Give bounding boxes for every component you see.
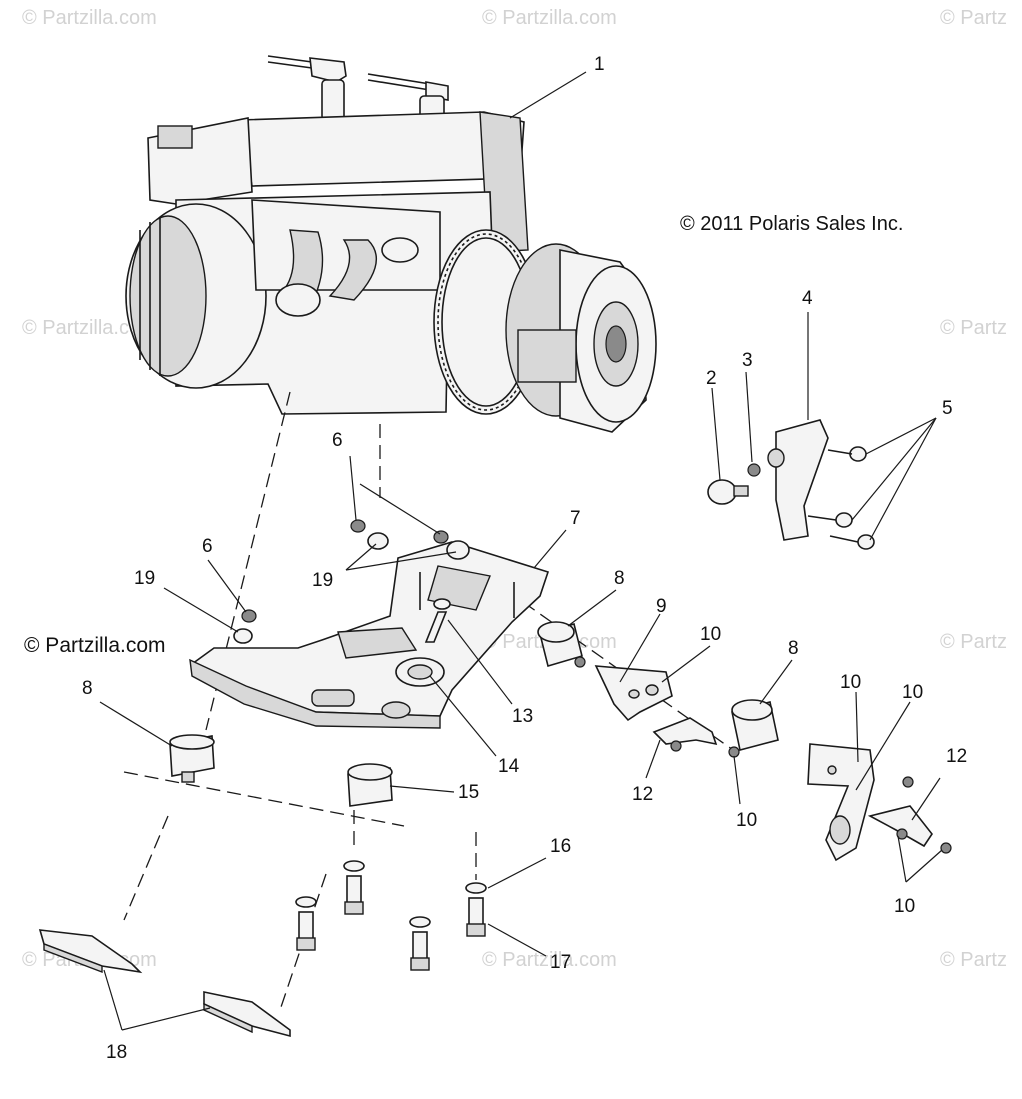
bracket-4 <box>707 419 875 550</box>
callout-12: 12 <box>632 784 653 805</box>
watermark: © Partzilla.com <box>22 7 157 29</box>
engine <box>125 55 657 433</box>
callout-10: 10 <box>700 624 721 645</box>
callout-2: 2 <box>706 368 717 389</box>
callout-10: 10 <box>894 896 915 917</box>
watermark: © Partz <box>940 7 1007 29</box>
callout-1: 1 <box>594 54 605 75</box>
callout-15: 15 <box>458 782 479 803</box>
nuts-washers <box>233 519 470 644</box>
watermark: © Partz <box>940 949 1007 971</box>
watermark: © Partzilla.com <box>482 7 617 29</box>
skid-strips <box>38 929 291 1038</box>
leader-lines <box>99 71 943 1031</box>
callout-4: 4 <box>802 288 813 309</box>
watermark: © Partz <box>940 631 1007 653</box>
callout-8: 8 <box>82 678 93 699</box>
callout-10: 10 <box>736 810 757 831</box>
watermark: © Partzilla.com <box>22 317 157 339</box>
callout-5: 5 <box>942 398 953 419</box>
brand-label: © Partzilla.com <box>24 634 166 657</box>
rubber-mounts <box>169 621 779 807</box>
callout-14: 14 <box>498 756 520 777</box>
callout-7: 7 <box>570 508 581 529</box>
copyright-notice: © 2011 Polaris Sales Inc. <box>680 213 903 235</box>
callout-6: 6 <box>202 536 213 557</box>
callout-11: 10 <box>902 682 923 703</box>
callout-18: 18 <box>106 1042 127 1063</box>
callout-17: 17 <box>550 952 571 973</box>
callout-19: 19 <box>134 568 155 589</box>
watermark: © Partzilla.com <box>482 949 617 971</box>
bracket-9 <box>574 656 673 722</box>
bolts <box>295 860 487 971</box>
callout-13: 13 <box>512 706 533 727</box>
bracket-11 <box>807 743 875 862</box>
callouts: 1 2 3 4 5 6 6 7 8 8 8 9 10 10 10 10 10 1… <box>82 54 967 1063</box>
callout-12: 12 <box>946 746 967 767</box>
callout-9: 9 <box>656 596 667 617</box>
callout-3: 3 <box>742 350 753 371</box>
callout-8: 8 <box>614 568 625 589</box>
callout-6: 6 <box>332 430 343 451</box>
callout-16: 16 <box>550 836 571 857</box>
callout-8: 8 <box>788 638 799 659</box>
watermark: © Partz <box>940 317 1007 339</box>
engine-mount-plate <box>189 541 550 729</box>
callout-10: 10 <box>840 672 861 693</box>
bracket-12 <box>652 717 952 854</box>
callout-19: 19 <box>312 570 333 591</box>
